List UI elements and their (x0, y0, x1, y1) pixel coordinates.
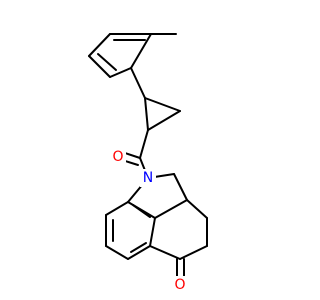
bond (149, 217, 156, 247)
bond (127, 245, 151, 260)
molecule-canvas: O N O (88, 33, 208, 294)
bond (179, 245, 208, 260)
bond (186, 199, 208, 219)
bond (149, 245, 181, 260)
ketone-oxygen-label: O (174, 277, 185, 293)
atom-labels: O N O (110, 148, 188, 294)
bonds (88, 33, 208, 279)
bond (105, 245, 129, 260)
bond (144, 97, 149, 131)
bond (139, 129, 149, 159)
bond (130, 33, 152, 69)
bond (144, 97, 181, 112)
carbonyl-oxygen-label: O (112, 149, 123, 165)
molecule-structure-diagram: O N O (88, 33, 208, 294)
bond (130, 242, 147, 253)
bond (88, 33, 111, 57)
bond (109, 67, 132, 78)
bond (88, 55, 111, 78)
bond (130, 67, 146, 99)
bond (105, 201, 129, 216)
bond (154, 199, 188, 219)
nitrogen-label: N (143, 170, 153, 186)
bond (173, 173, 188, 201)
bond (132, 204, 151, 218)
bond (147, 110, 181, 131)
bond (97, 53, 117, 71)
